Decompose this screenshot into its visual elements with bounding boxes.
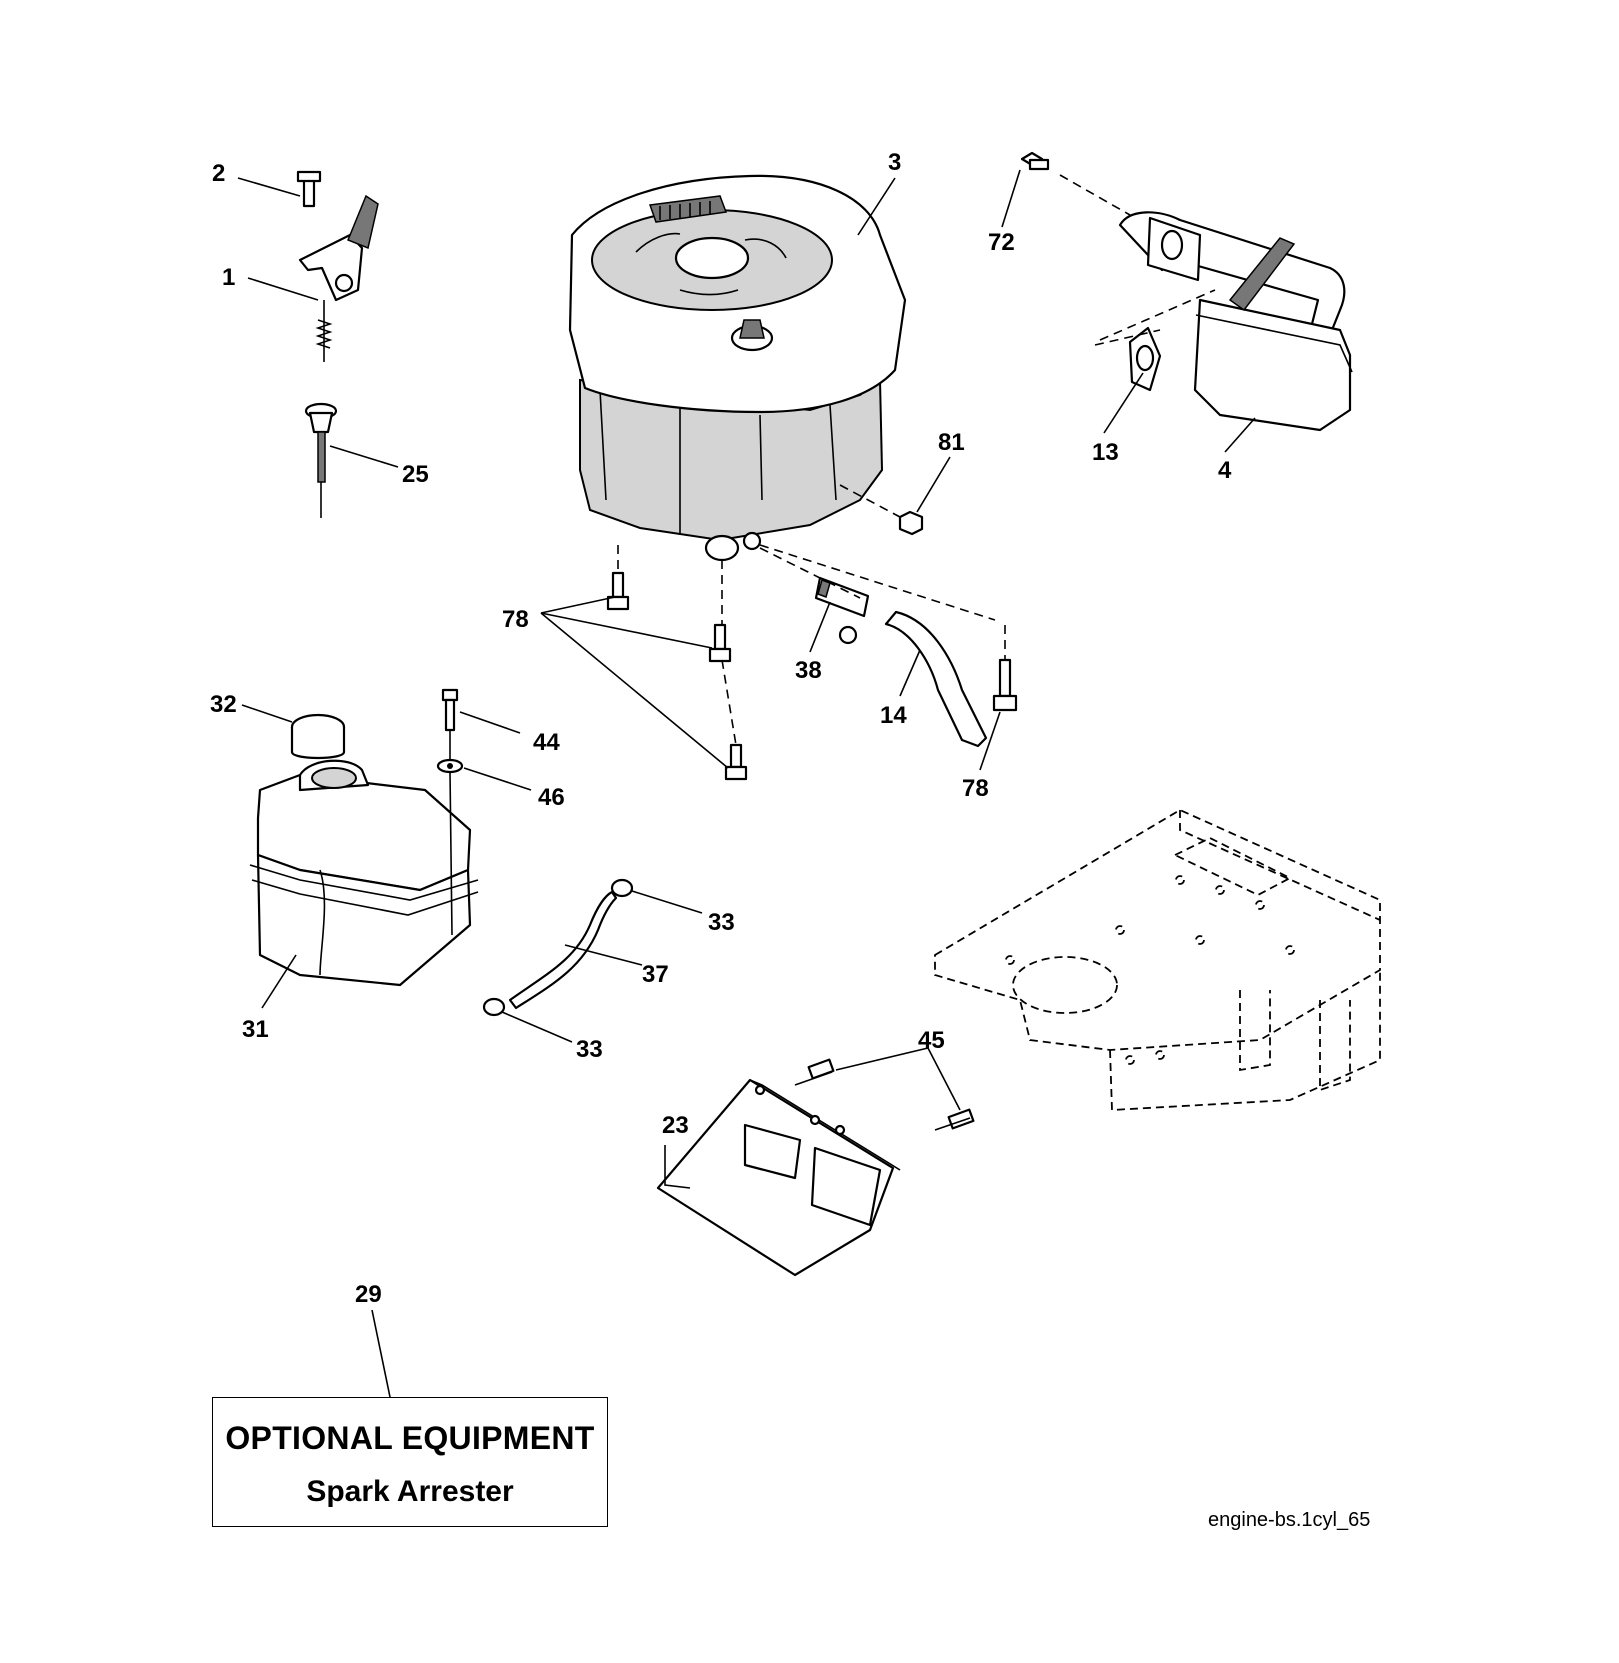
callout-78-a: 78: [502, 606, 529, 633]
muffler-assembly: [1020, 151, 1353, 432]
fuel-tank-assembly: [249, 713, 479, 987]
callout-25: 25: [402, 461, 429, 488]
callout-29: 29: [355, 1281, 382, 1308]
callout-44: 44: [533, 729, 560, 756]
engine-assembly: [568, 174, 907, 562]
leader-lines: [237, 169, 1256, 1398]
callout-78-b: 78: [962, 775, 989, 802]
callout-81: 81: [938, 429, 965, 456]
callout-14: 14: [880, 702, 907, 729]
callout-31: 31: [242, 1016, 269, 1043]
callout-labels: 2 1 25 3 72 13 4 81 78 38 14 78 32 44 46…: [210, 149, 1232, 1308]
fuel-hose-and-clamps: [482, 878, 634, 1017]
choke-control-knob: [304, 402, 338, 518]
figure-code: engine-bs.1cyl_65: [1208, 1509, 1371, 1531]
callout-45: 45: [918, 1027, 945, 1054]
callout-33-a: 33: [708, 909, 735, 936]
throttle-control-assembly: [296, 170, 379, 362]
callout-4: 4: [1218, 457, 1232, 484]
callout-32: 32: [210, 691, 237, 718]
callout-46: 46: [538, 784, 565, 811]
callout-13: 13: [1092, 439, 1119, 466]
callout-1: 1: [222, 264, 235, 291]
heat-shield-assembly: [656, 1058, 975, 1277]
optional-equipment-subtitle: Spark Arrester: [306, 1475, 514, 1508]
fuel-filter-and-line: [759, 544, 996, 748]
callout-37: 37: [642, 961, 669, 988]
callout-3: 3: [888, 149, 901, 176]
engine-mounting-bolts: [606, 545, 1018, 781]
optional-equipment-title: OPTIONAL EQUIPMENT: [225, 1420, 595, 1456]
callout-72: 72: [988, 229, 1015, 256]
callout-2: 2: [212, 160, 225, 187]
tank-screw-and-washer: [436, 688, 464, 936]
optional-equipment-box: OPTIONAL EQUIPMENT Spark Arrester: [212, 1397, 608, 1527]
callout-38: 38: [795, 657, 822, 684]
callout-33-b: 33: [576, 1036, 603, 1063]
callout-23: 23: [662, 1112, 689, 1139]
chassis-frame-reference: [934, 808, 1381, 1111]
nut: [839, 484, 924, 536]
